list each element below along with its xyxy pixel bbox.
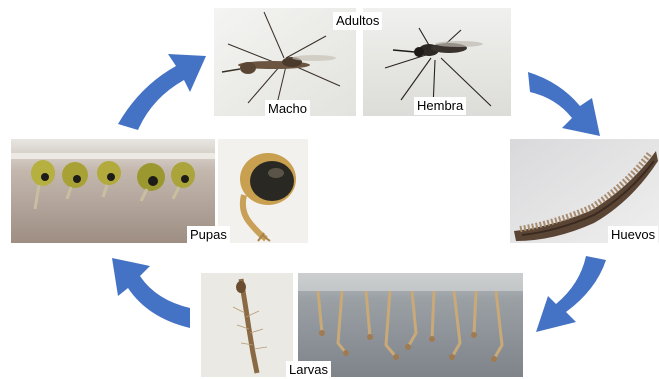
larvae-group-photo (298, 273, 523, 377)
arrow-adults-to-eggs (528, 72, 600, 136)
adults-label: Adultos (333, 12, 382, 30)
larva-single-photo (201, 273, 293, 377)
larvae-label: Larvas (286, 361, 331, 379)
arrow-larvae-to-pupae (112, 258, 190, 328)
eggs-label: Huevos (608, 226, 658, 244)
female-label: Hembra (414, 97, 466, 115)
pupae-group-photo (11, 139, 215, 243)
arrow-eggs-to-larvae (536, 256, 606, 332)
male-label: Macho (265, 100, 310, 118)
arrow-pupae-to-adults (118, 54, 206, 130)
pupa-single-photo (218, 139, 308, 243)
pupae-label: Pupas (187, 226, 230, 244)
